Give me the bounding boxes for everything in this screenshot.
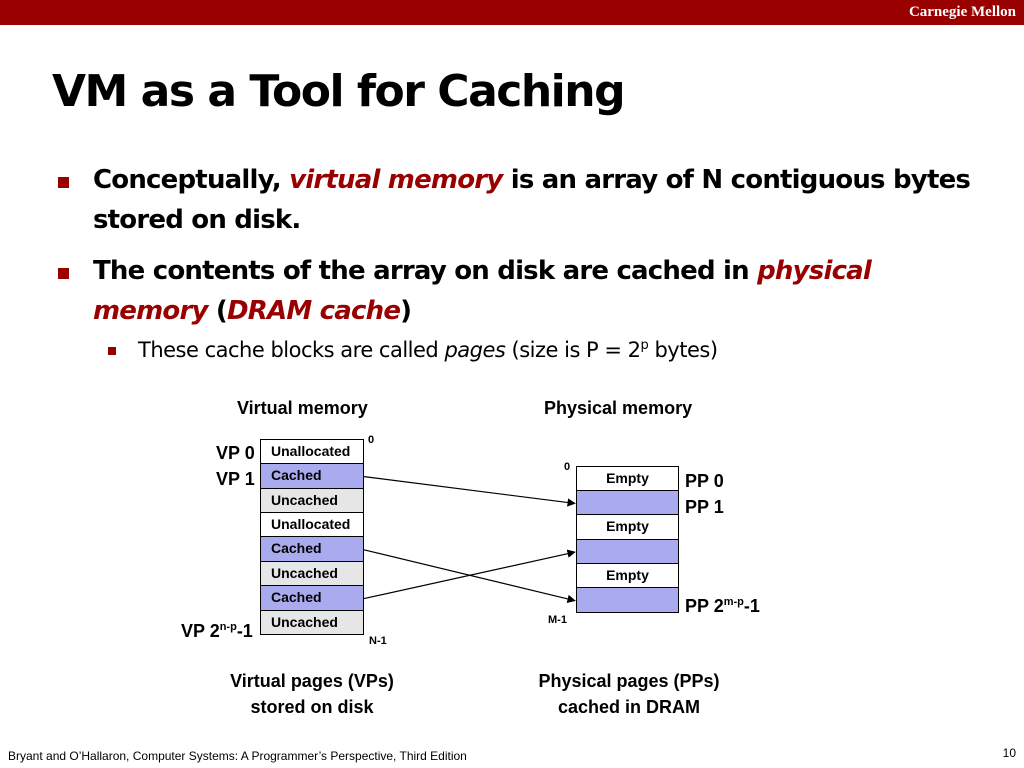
vp1-label: VP 1 [216,469,255,489]
physical-page-cell [576,490,679,516]
mapping-arrow [363,549,576,600]
virtual-page-cell: Cached [260,463,364,489]
sub-bullet-mid: (size is P = 2 [505,338,642,362]
sub-bullet-highlight: pages [444,338,506,362]
physical-page-cell [576,587,679,613]
virtual-memory-title: Virtual memory [237,398,368,418]
physical-memory-title: Physical memory [544,398,693,418]
pp-last-label: PP 2m-p-1 [685,596,760,617]
physical-page-cell: Empty [576,465,679,492]
bullet-2-highlight-1: physical memory [93,256,872,326]
vp-last-pre: VP 2 [181,621,220,641]
bullet-2-pre: The contents of the array on disk are ca… [93,256,758,286]
pm-bottom-address: M-1 [548,614,567,626]
pm-top-address: 0 [564,461,571,473]
vm-caption: Virtual pages (VPs) stored on disk [192,668,432,720]
sub-bullet-pre: These cache blocks are called [138,338,445,362]
bullet-marker [58,177,69,188]
pp0-label: PP 0 [685,471,724,491]
page-number: 10 [1002,746,1016,760]
bullet-2-highlight-2: DRAM cache [227,296,401,326]
bullet-2: The contents of the array on disk are ca… [93,251,973,331]
vm-caption-line-1: Virtual pages (VPs) [230,671,394,691]
slide-title: VM as a Tool for Caching [52,66,626,117]
pm-caption-line-1: Physical pages (PPs) [538,671,720,691]
sub-bullet: These cache blocks are called pages (siz… [138,338,718,362]
pm-caption: Physical pages (PPs) cached in DRAM [509,668,749,720]
bullet-2-post: ) [400,296,412,326]
bullet-1-pre: Conceptually, [93,165,290,195]
virtual-page-cell: Uncached [260,609,364,636]
vp-last-label: VP 2n-p-1 [181,621,253,642]
bullet-2-mid: ( [207,296,228,326]
top-banner: Carnegie Mellon [0,0,1024,25]
pp1-label: PP 1 [685,497,724,517]
vm-caption-line-2: stored on disk [250,697,374,717]
vp-last-sup: n-p [219,621,237,633]
sub-bullet-post: bytes) [648,338,718,362]
mapping-arrow [363,476,576,507]
vm-top-address: 0 [368,434,375,446]
vp-last-post: -1 [236,621,253,641]
pm-caption-line-2: cached in DRAM [557,697,701,717]
vm-bottom-address: N-1 [369,635,387,647]
org-name: Carnegie Mellon [908,4,1016,20]
physical-page-cell: Empty [576,514,679,540]
pp-last-pre: PP 2 [685,596,724,616]
sub-bullet-marker [108,347,116,355]
bullet-1: Conceptually, virtual memory is an array… [93,160,973,240]
bullet-1-highlight: virtual memory [289,165,503,195]
bullet-1-post: is an array of N contiguous bytes stored… [93,165,971,235]
virtual-page-cell: Unallocated [260,512,364,538]
virtual-page-cell: Unallocated [260,438,364,465]
vp0-label: VP 0 [216,443,255,463]
sub-bullet-sup: p [640,338,649,353]
pp-last-sup: m-p [723,596,744,608]
footer-citation: Bryant and O’Hallaron, Computer Systems:… [8,749,467,763]
virtual-page-cell: Uncached [260,487,364,514]
virtual-page-cell: Uncached [260,560,364,587]
bullet-marker [58,268,69,279]
pp-last-post: -1 [743,596,760,616]
